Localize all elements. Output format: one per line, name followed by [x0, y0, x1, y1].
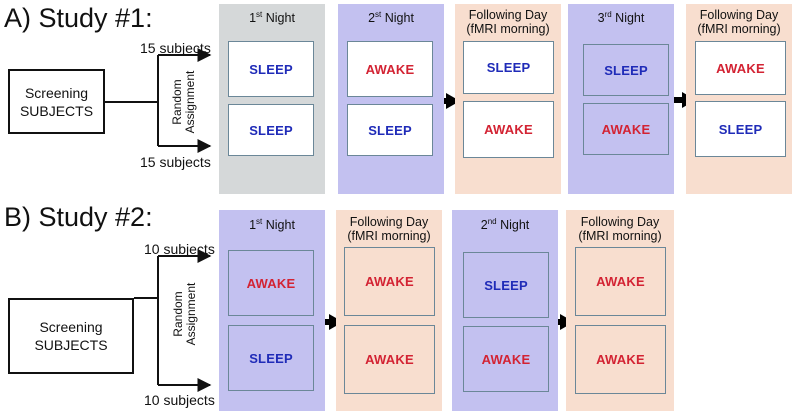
panel-header: 3rd Night	[597, 10, 645, 26]
study2-random-assignment-label: Random Assignment	[171, 264, 200, 364]
study2-day1-top-cell: AWAKE	[344, 247, 435, 316]
study1-night1-top-cell: SLEEP	[228, 41, 314, 97]
study2-day1-bottom-cell: AWAKE	[344, 325, 435, 394]
study1-day1-top-cell: SLEEP	[463, 41, 554, 94]
panel-subheader: (fMRI morning)	[697, 22, 781, 36]
study1-panel-night2: 2st Night	[338, 4, 444, 194]
screening-label-line2: SUBJECTS	[34, 337, 108, 353]
study1-top-subjects: 15 subjects	[140, 40, 211, 56]
study2-bottom-subjects: 10 subjects	[144, 392, 215, 408]
study1-branch-connector	[104, 48, 212, 153]
panel-header: Following Day	[580, 215, 660, 229]
study1-random-assignment-label: Random Assignment	[170, 63, 199, 141]
study2-night1-bottom-cell: SLEEP	[228, 325, 314, 391]
study1-night3-top-cell: SLEEP	[583, 44, 669, 96]
study2-day2-top-cell: AWAKE	[575, 247, 666, 316]
study2-night2-top-cell: SLEEP	[463, 252, 549, 318]
study2-branch-connector	[134, 249, 212, 392]
screening-label-line2: SUBJECTS	[19, 102, 94, 119]
study1-night3-bottom-cell: AWAKE	[583, 103, 669, 155]
study1-day2-top-cell: AWAKE	[695, 41, 786, 95]
screening-label-line1: Screening	[39, 319, 103, 335]
study1-day1-bottom-cell: AWAKE	[463, 101, 554, 158]
panel-subheader: (fMRI morning)	[578, 229, 662, 243]
study1-night1-bottom-cell: SLEEP	[228, 104, 314, 156]
panel-header: 1st Night	[249, 217, 295, 233]
study2-title: B) Study #2:	[4, 202, 153, 232]
study1-panel-night3: 3rd Night	[568, 4, 674, 194]
study1-day2-bottom-cell: SLEEP	[695, 101, 786, 157]
study1-night2-top-cell: AWAKE	[347, 41, 433, 97]
study2-night1-top-cell: AWAKE	[228, 250, 314, 316]
panel-header: Following Day	[699, 8, 779, 22]
study1-panel-following-day1: Following Day (fMRI morning)	[455, 4, 561, 194]
panel-header: 2st Night	[368, 10, 414, 26]
screening-label-line1: Screening	[24, 84, 89, 101]
panel-header: 2nd Night	[480, 217, 530, 233]
panel-subheader: (fMRI morning)	[466, 22, 550, 36]
assignment-label: Assignment	[183, 70, 197, 134]
panel-header: 1st Night	[249, 10, 295, 26]
study2-top-subjects: 10 subjects	[144, 241, 215, 257]
assignment-label: Assignment	[184, 282, 198, 346]
study1-night2-bottom-cell: SLEEP	[347, 104, 433, 156]
panel-subheader: (fMRI morning)	[347, 229, 431, 243]
panel-header: Following Day	[349, 215, 429, 229]
study2-day2-bottom-cell: AWAKE	[575, 325, 666, 394]
study2-night2-bottom-cell: AWAKE	[463, 326, 549, 392]
study1-title: A) Study #1:	[4, 3, 153, 33]
study1-panel-following-day2: Following Day (fMRI morning)	[686, 4, 792, 194]
study2-screening-box: Screening SUBJECTS	[8, 298, 134, 374]
study1-screening-box: Screening SUBJECTS	[8, 69, 105, 134]
study1-bottom-subjects: 15 subjects	[140, 154, 211, 170]
study1-panel-night1: 1st Night	[219, 4, 325, 194]
panel-header: Following Day	[468, 8, 548, 22]
